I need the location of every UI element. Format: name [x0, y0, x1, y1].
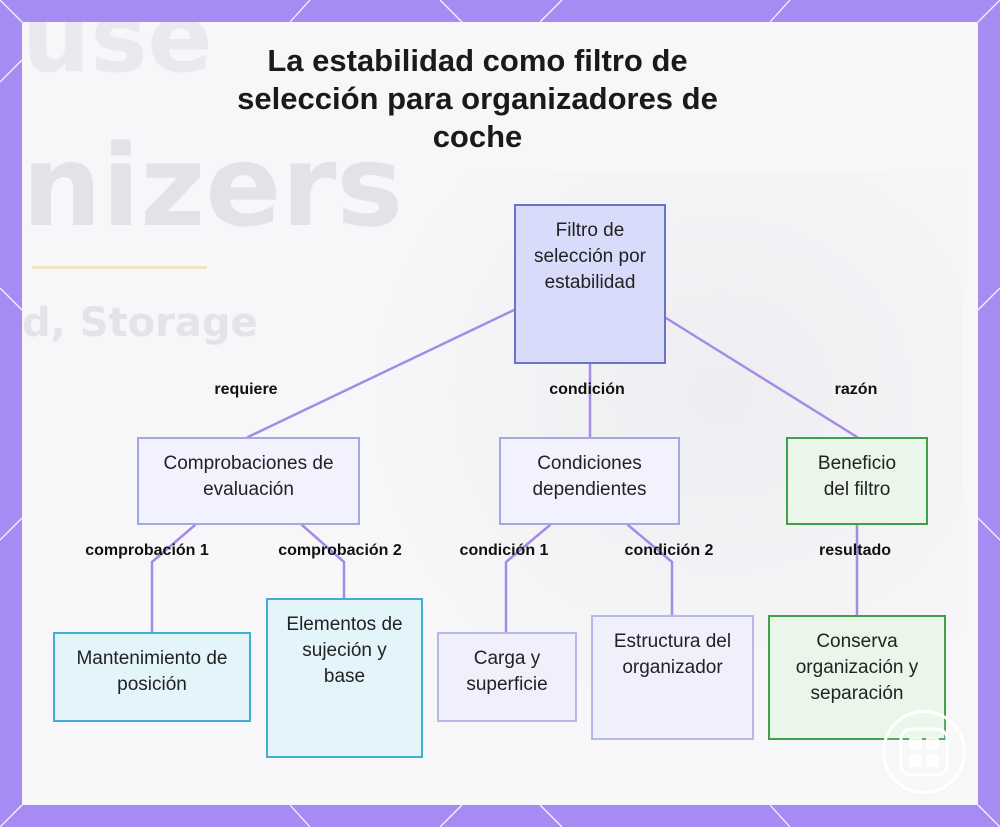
edge-label-reason: razón [834, 381, 878, 398]
edge-label-check-1: comprobación 1 [85, 542, 209, 559]
edge-check-1 [150, 523, 197, 634]
node-position-maintenance: Mantenimiento de posición [53, 632, 251, 722]
node-evaluation-checks: Comprobaciones de evaluación [137, 437, 360, 525]
node-result-label: Conserva organización y separación [795, 631, 919, 704]
node-fastening-elements: Elementos de sujeción y base [266, 598, 423, 758]
background-ghost-text: d, Storage [22, 300, 258, 346]
node-organizer-structure: Estructura del organizador [591, 615, 754, 740]
edge-cond-2 [626, 523, 674, 617]
node-position-maintenance-label: Mantenimiento de posición [76, 648, 228, 695]
edge-label-result: resultado [818, 542, 892, 559]
edge-reason [664, 316, 859, 439]
edge-label-requires: requiere [214, 381, 278, 398]
node-fastening-elements-label: Elementos de sujeción y base [286, 614, 403, 687]
background-ghost-text: use [22, 22, 213, 94]
background-ghost-rule [32, 266, 207, 269]
background-ghost-text: nizers [22, 122, 404, 252]
node-load-surface: Carga y superficie [437, 632, 577, 722]
edge-label-cond-1: condición 1 [459, 542, 549, 559]
edge-label-cond-2: condición 2 [624, 542, 714, 559]
grid-app-icon-glyph [899, 727, 949, 777]
edge-label-check-2: comprobación 2 [278, 542, 402, 559]
node-root: Filtro de selección por estabilidad [514, 204, 666, 364]
node-evaluation-checks-label: Comprobaciones de evaluación [163, 453, 334, 500]
grid-app-icon [882, 710, 966, 794]
node-load-surface-label: Carga y superficie [466, 648, 548, 695]
edge-label-condition: condición [549, 381, 625, 398]
node-filter-benefit-label: Beneficio del filtro [817, 453, 897, 500]
node-dependent-conditions-label: Condiciones dependientes [532, 453, 647, 500]
edge-check-2 [300, 523, 346, 600]
node-root-label: Filtro de selección por estabilidad [534, 220, 646, 293]
node-dependent-conditions: Condiciones dependientes [499, 437, 680, 525]
diagram-title: La estabilidad como filtro de selección … [237, 43, 718, 154]
edge-cond-1 [504, 523, 552, 634]
node-filter-benefit: Beneficio del filtro [786, 437, 928, 525]
edge-requires [246, 308, 516, 439]
node-organizer-structure-label: Estructura del organizador [613, 631, 732, 678]
